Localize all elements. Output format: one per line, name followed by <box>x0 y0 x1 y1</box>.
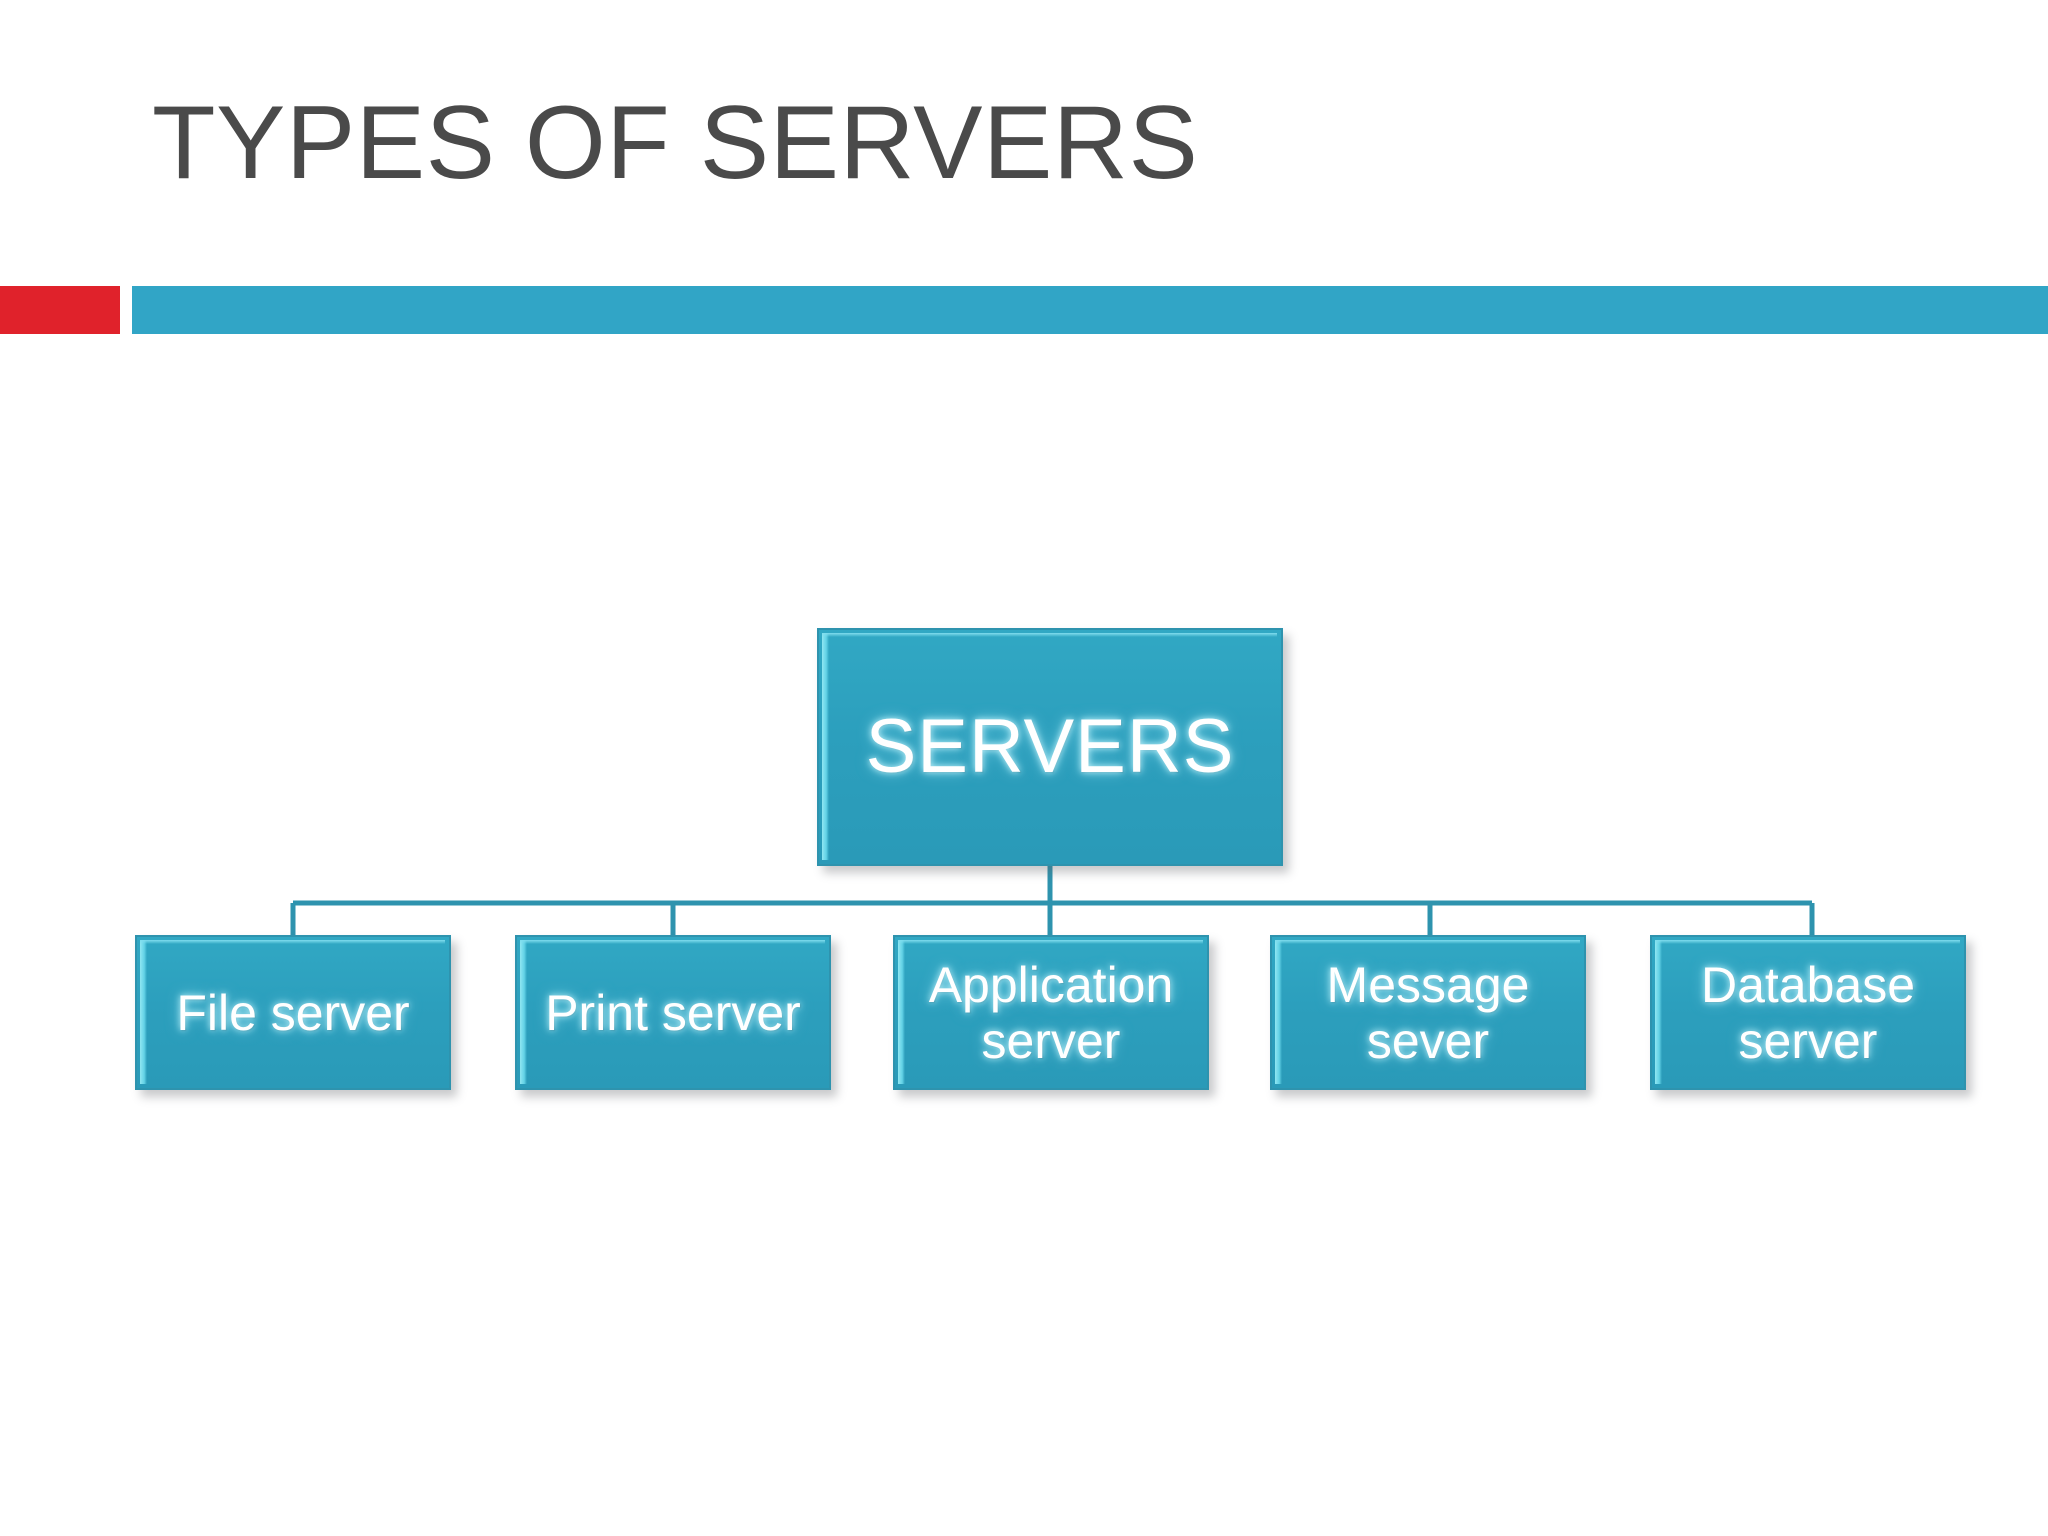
title-accent-bar <box>0 286 2048 334</box>
page-title: TYPES OF SERVERS <box>152 85 1199 201</box>
node-label-root: SERVERS <box>865 704 1235 789</box>
node-file-server[interactable]: File server <box>135 935 451 1090</box>
node-label-message-server: Message sever <box>1326 956 1530 1069</box>
node-database-server[interactable]: Database server <box>1650 935 1966 1090</box>
accent-bar-teal-block <box>132 286 2048 334</box>
node-label-print-server: Print server <box>545 984 801 1041</box>
node-message-server[interactable]: Message sever <box>1270 935 1586 1090</box>
node-servers-root[interactable]: SERVERS <box>817 628 1283 866</box>
node-label-application-server: Application server <box>928 956 1174 1069</box>
node-print-server[interactable]: Print server <box>515 935 831 1090</box>
accent-bar-red-block <box>0 286 120 334</box>
node-label-file-server: File server <box>176 984 410 1041</box>
node-label-database-server: Database server <box>1700 956 1916 1069</box>
node-application-server[interactable]: Application server <box>893 935 1209 1090</box>
